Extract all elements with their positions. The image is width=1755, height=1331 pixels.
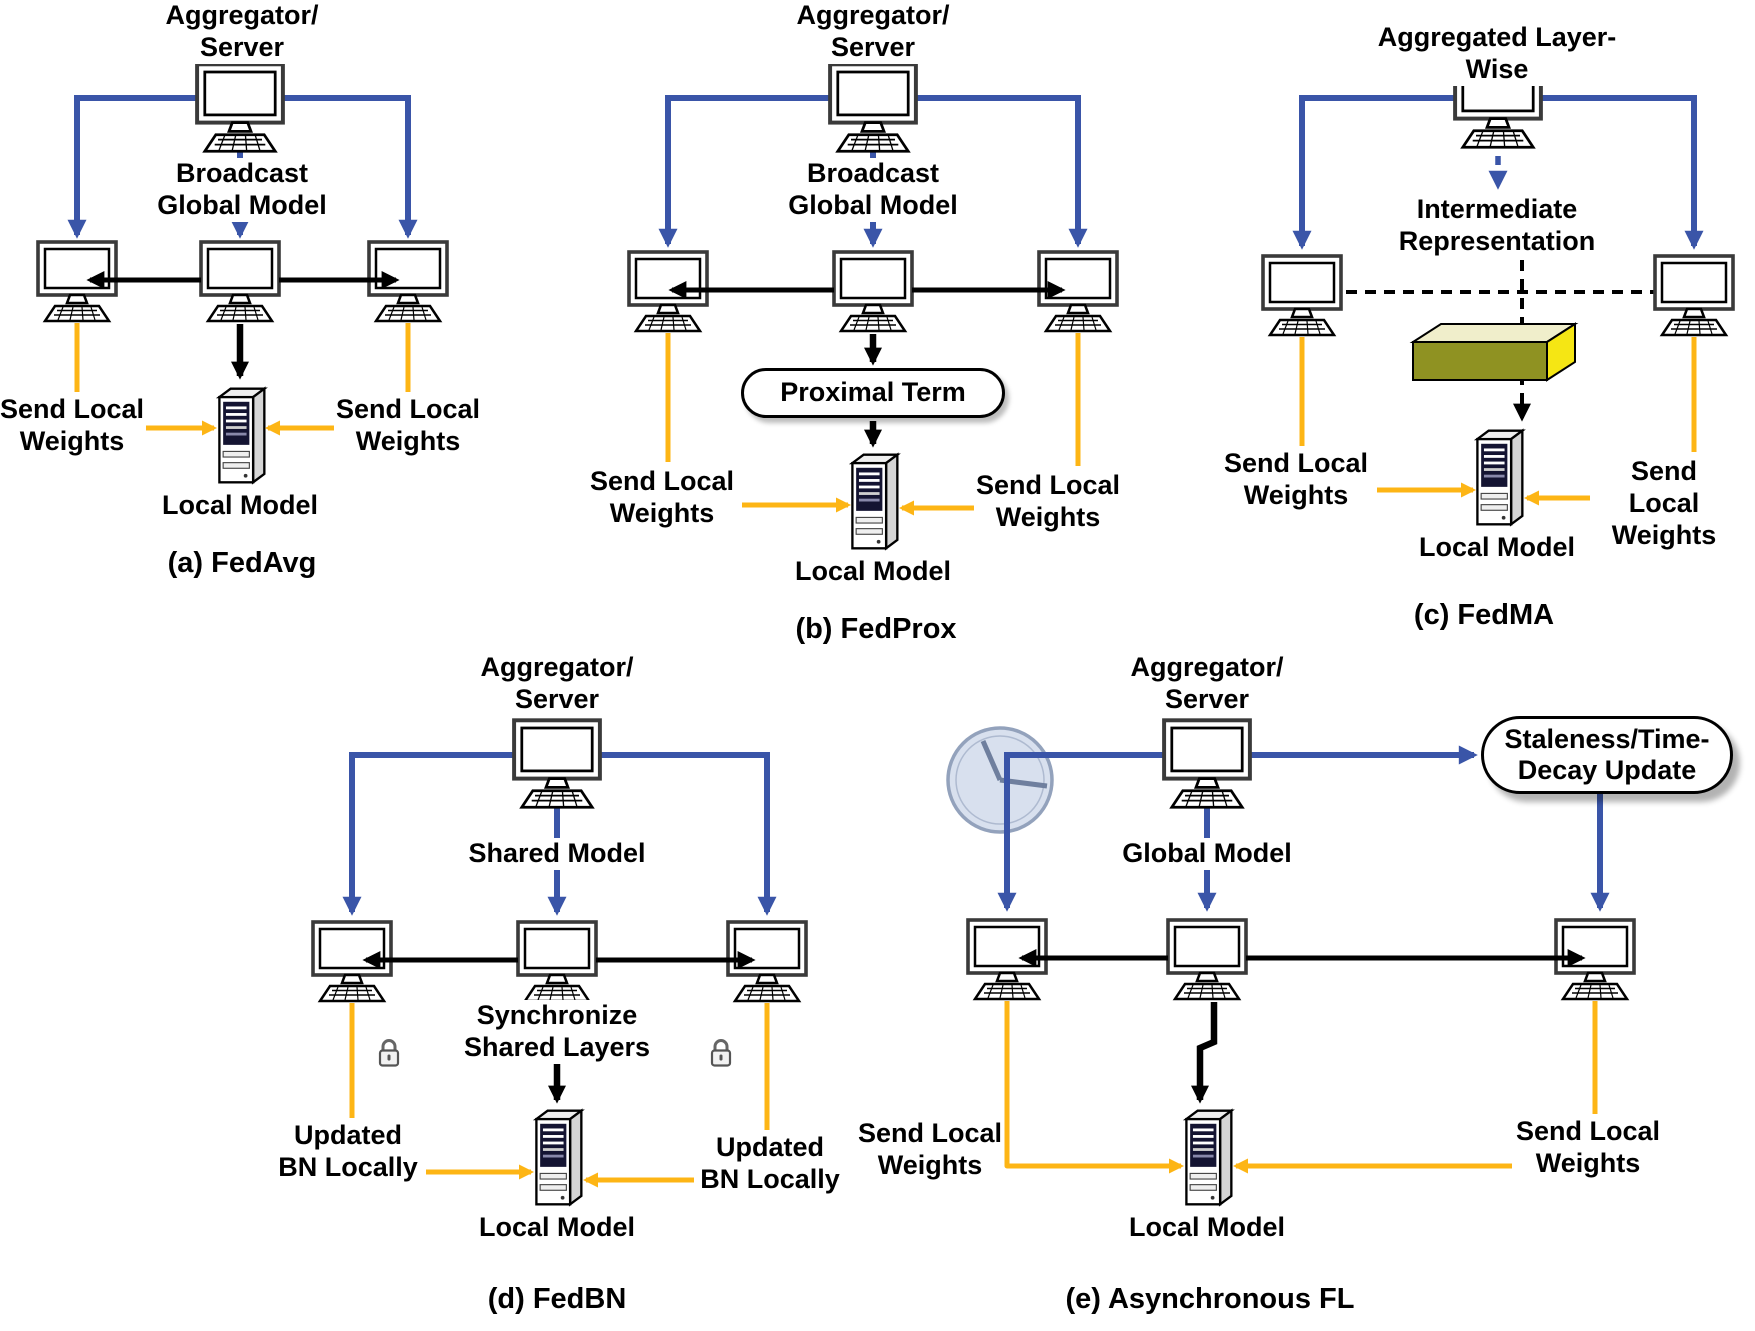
fedma-intermediate-label: Intermediate Representation <box>1396 194 1598 258</box>
fedbn-bn-right-label: Updated BN Locally <box>698 1132 842 1196</box>
lock-icon <box>710 1038 732 1068</box>
async-send-right-label: Send Local Weights <box>1513 1116 1663 1180</box>
fedavg-local-model-label: Local Model <box>159 490 321 522</box>
client-computer-icon <box>516 920 598 1003</box>
broadcast-arrow-left <box>658 95 873 248</box>
fedprox-caption: (b) FedProx <box>793 612 959 647</box>
layer-block-icon <box>1409 322 1579 382</box>
aggregate-arrow-right <box>1498 95 1704 250</box>
fedavg-caption: (a) FedAvg <box>165 546 319 581</box>
aggregator-server-computer-icon <box>512 718 602 810</box>
shared-model-arrow-left <box>342 752 557 916</box>
local-model-tower-icon <box>1476 429 1524 526</box>
broadcast-arrow-left <box>67 95 240 239</box>
async-send-left-label: Send Local Weights <box>855 1118 1005 1182</box>
staleness-update-box: Staleness/Time- Decay Update <box>1481 716 1733 794</box>
client-computer-icon <box>1653 254 1735 337</box>
fedma-send-right-label: Send Local Weights <box>1609 456 1719 552</box>
fedprox-send-right-label: Send Local Weights <box>973 470 1123 534</box>
fedbn-sync-label: Synchronize Shared Layers <box>461 1000 653 1064</box>
fedbn-local-model-label: Local Model <box>476 1212 638 1244</box>
fedprox-broadcast-label: Broadcast Global Model <box>786 158 960 222</box>
panel-fedma <box>1261 58 1735 526</box>
broadcast-arrow-right <box>873 95 1088 248</box>
proximal-term-box: Proximal Term <box>741 368 1005 418</box>
async-local-model-label: Local Model <box>1126 1212 1288 1244</box>
aggregate-arrow-left <box>1292 95 1498 250</box>
shared-model-arrow-right <box>557 752 777 916</box>
panel-fedbn <box>311 718 808 1206</box>
fedbn-caption: (d) FedBN <box>485 1282 629 1317</box>
async-caption: (e) Asynchronous FL <box>1063 1282 1357 1317</box>
proximal-term-label: Proximal Term <box>780 377 966 408</box>
local-model-tower-icon <box>218 387 266 484</box>
fedma-caption: (c) FedMA <box>1411 598 1557 633</box>
fedprox-server-label: Aggregator/ Server <box>794 0 952 64</box>
client-computer-icon <box>1166 918 1248 1001</box>
fedbn-server-label: Aggregator/ Server <box>478 652 636 716</box>
local-model-tower-icon <box>1185 1109 1233 1206</box>
async-server-label: Aggregator/ Server <box>1128 652 1286 716</box>
fedma-send-left-label: Send Local Weights <box>1221 448 1371 512</box>
panel-async-fl <box>946 718 1636 1206</box>
fedavg-send-right-label: Send Local Weights <box>333 394 483 458</box>
async-global-label: Global Model <box>1120 838 1294 870</box>
fedma-server-label: Aggregated Layer-Wise <box>1368 22 1626 86</box>
local-update-arrow <box>1191 1002 1218 1104</box>
fedbn-bn-left-label: Updated BN Locally <box>276 1120 420 1184</box>
send-weights-arrow-left <box>1004 1001 1184 1174</box>
aggregator-server-computer-icon <box>195 62 285 154</box>
fedavg-server-label: Aggregator/ Server <box>163 0 321 64</box>
lock-icon <box>378 1038 400 1068</box>
client-computer-icon <box>1261 254 1343 337</box>
fedavg-send-left-label: Send Local Weights <box>0 394 147 458</box>
local-model-tower-icon <box>851 453 899 550</box>
staleness-update-label: Staleness/Time- Decay Update <box>1504 723 1710 785</box>
broadcast-arrow-right <box>240 95 418 239</box>
fedma-local-model-label: Local Model <box>1416 532 1578 564</box>
clock-icon <box>946 726 1054 834</box>
fedprox-send-left-label: Send Local Weights <box>587 466 737 530</box>
global-model-arrow-left <box>997 752 1207 912</box>
fedprox-local-model-label: Local Model <box>792 556 954 588</box>
client-computer-icon <box>199 240 281 323</box>
fedavg-broadcast-label: Broadcast Global Model <box>155 158 329 222</box>
local-model-tower-icon <box>535 1109 583 1206</box>
aggregator-server-computer-icon <box>1162 718 1252 810</box>
aggregator-server-computer-icon <box>828 62 918 154</box>
client-computer-icon <box>832 250 914 333</box>
fedbn-shared-label: Shared Model <box>466 838 648 870</box>
